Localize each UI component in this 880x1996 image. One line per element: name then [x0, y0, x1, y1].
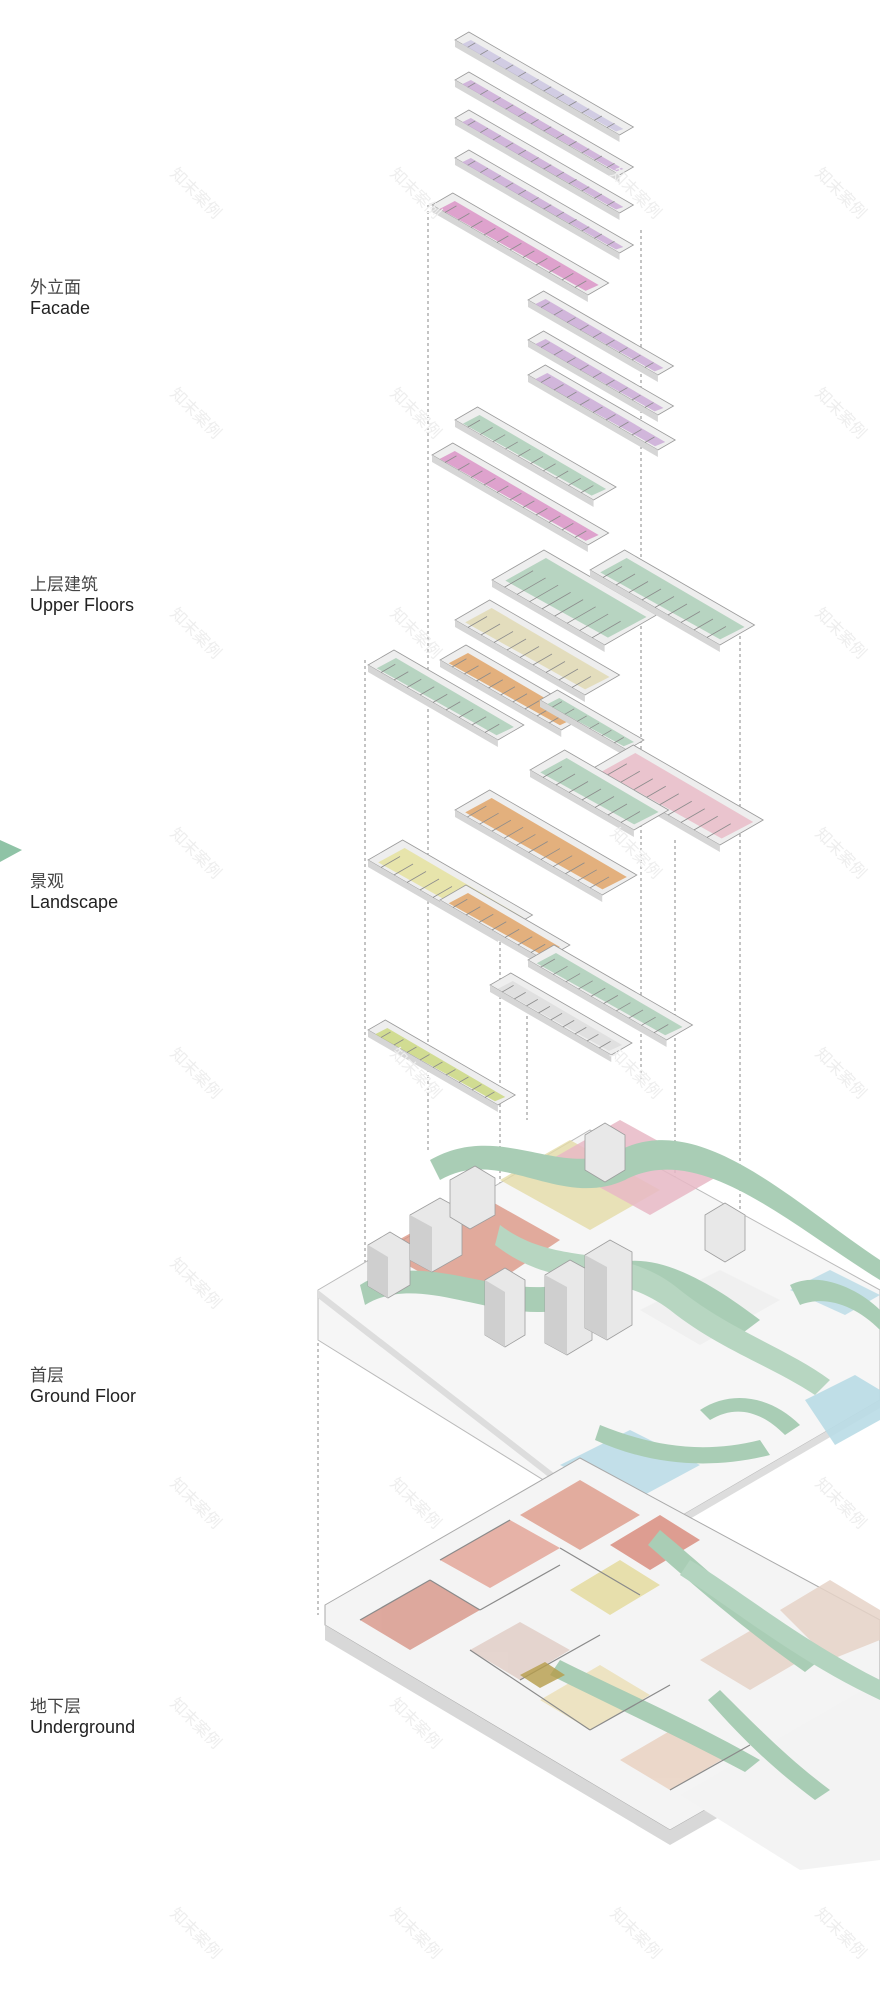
ground-floor-layer	[317, 1120, 880, 1548]
facade-layer	[431, 31, 677, 552]
upper-floors-layer	[367, 549, 756, 757]
layer-label-en: Underground	[30, 1717, 136, 1737]
facade-corridor	[454, 406, 617, 507]
facade-corridor	[454, 71, 635, 182]
landscape-layer	[367, 744, 764, 1112]
upper-floor-block	[491, 549, 658, 652]
layer-label-en: Ground Floor	[30, 1386, 137, 1406]
landscape-block	[527, 944, 694, 1047]
facade-corridor	[527, 290, 675, 382]
landscape-block	[454, 789, 638, 902]
layer-label-upper-floors: 上层建筑 Upper Floors	[30, 575, 134, 615]
layer-label-zh: 首层	[30, 1366, 64, 1386]
landscape-block	[367, 1019, 517, 1112]
layer-label-facade: 外立面 Facade	[30, 278, 90, 318]
facade-corridor	[454, 109, 635, 220]
upper-floor-block	[589, 549, 756, 652]
layer-label-en: Facade	[30, 298, 91, 318]
facade-corridor	[431, 442, 610, 552]
facade-corridor	[454, 31, 635, 142]
landscape-block	[439, 884, 571, 967]
facade-corridor	[527, 330, 675, 422]
facade-corridor	[454, 149, 635, 260]
landscape-block	[489, 972, 633, 1062]
facade-corridor	[431, 192, 610, 302]
layer-label-zh: 景观	[30, 872, 64, 892]
layer-label-en: Landscape	[30, 892, 119, 912]
landscape-block	[529, 749, 670, 837]
layer-label-ground-floor: 首层 Ground Floor	[30, 1366, 136, 1406]
layer-label-landscape: 景观 Landscape	[30, 872, 118, 912]
facade-corridor	[527, 364, 677, 457]
layer-label-zh: 外立面	[30, 278, 81, 298]
layer-label-en: Upper Floors	[30, 595, 135, 615]
underground-layer	[324, 1457, 880, 1870]
layer-label-zh: 上层建筑	[30, 575, 98, 595]
layer-label-zh: 地下层	[30, 1697, 81, 1717]
upper-floor-block	[454, 599, 621, 702]
upper-floor-block	[367, 649, 525, 747]
upper-floor-block	[539, 689, 645, 757]
green-marker	[0, 840, 22, 862]
layer-label-underground: 地下层 Underground	[30, 1697, 135, 1737]
